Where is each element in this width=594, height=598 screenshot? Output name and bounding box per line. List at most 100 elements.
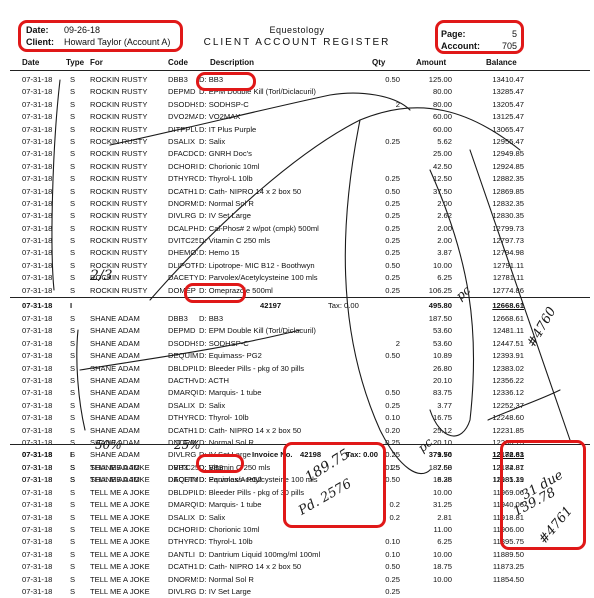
cell-for: TELL ME A JOKE xyxy=(90,463,150,472)
cell-amount: 42.50 xyxy=(432,161,452,171)
cell-amount: 10.00 xyxy=(432,260,452,270)
cell-balance: 12832.35 xyxy=(492,198,524,208)
cell-type: S xyxy=(70,475,76,485)
cell-date: 07-31-18 xyxy=(22,400,53,410)
cell-date: 07-31-18 xyxy=(22,463,53,472)
cell-for: SHANE ADAM xyxy=(90,462,140,472)
cell-balance: 12830.35 xyxy=(492,211,524,221)
cell-date: 07-31-18 xyxy=(22,574,53,584)
cell-desc: D: Hemo 15 xyxy=(199,248,240,258)
cell-amount: 106.25 xyxy=(428,285,452,295)
cell-type: S xyxy=(70,338,76,348)
cell-qty: 0.25 xyxy=(385,198,400,208)
cell-desc: D: Cath- NIPRO 14 x 2 box 50 xyxy=(199,425,302,435)
date-value: 09-26-18 xyxy=(64,25,101,35)
invoice-amount: 495.80 xyxy=(428,301,452,310)
cell-type: S xyxy=(70,500,76,510)
cell-desc: D: Normal Sol R xyxy=(199,437,254,447)
cell-code: DTHYROLD xyxy=(168,413,198,423)
cell-date: 07-31-18 xyxy=(22,388,53,398)
cell-qty: 0.50 xyxy=(385,186,400,196)
cell-desc: D: Equimass- PG2 xyxy=(199,475,262,485)
cell-date: 07-31-18 xyxy=(22,174,53,184)
date-row: Date: 09-26-18 xyxy=(26,25,100,36)
cell-balance: 12955.47 xyxy=(492,136,524,146)
cell-balance: 12774.86 xyxy=(492,285,524,295)
cell-date: 07-31-18 xyxy=(22,285,53,295)
cell-code: DIVLRG xyxy=(168,450,197,460)
cell-amount: 2.68 xyxy=(437,462,452,472)
cell-type: S xyxy=(70,285,76,295)
cell-qty: 2 xyxy=(395,338,400,348)
cell-code: DSALIX xyxy=(168,512,196,522)
cell-date: 07-31-18 xyxy=(22,338,53,348)
cell-amount: 5.62 xyxy=(437,136,452,146)
cell-for: TELL ME A JOKE xyxy=(90,574,150,584)
cell-type: S xyxy=(70,186,76,196)
col-amount: Amount xyxy=(416,58,447,67)
cell-code: DACETY1 xyxy=(168,273,198,283)
cell-type: S xyxy=(70,136,76,146)
col-qty: Qty xyxy=(372,58,386,67)
cell-desc: D: IV Set Large xyxy=(199,211,251,221)
cell-for: ROCKIN RUSTY xyxy=(90,99,148,109)
cell-date: 07-31-18 xyxy=(22,248,53,258)
cell-type: S xyxy=(70,174,76,184)
cell-balance: 12869.85 xyxy=(492,186,524,196)
cell-for: TELL ME A JOKE xyxy=(90,524,150,534)
cell-type: S xyxy=(70,161,76,171)
cell-type: S xyxy=(70,211,76,221)
cell-balance: 12799.73 xyxy=(492,223,524,233)
cell-amount: 83.75 xyxy=(432,388,452,398)
cell-qty: 0.20 xyxy=(385,425,400,435)
cell-for: ROCKIN RUSTY xyxy=(90,236,148,246)
cell-qty: 0.25 xyxy=(385,574,400,584)
cell-type: S xyxy=(70,388,76,398)
cell-type: S xyxy=(70,99,76,109)
cell-code: DBB3 xyxy=(168,75,188,84)
cell-balance: 12186.63 xyxy=(492,450,524,460)
cell-amount: 2.00 xyxy=(437,198,452,208)
cell-balance: 13410.47 xyxy=(492,75,524,84)
cell-code: DEPMD xyxy=(168,87,196,97)
cell-for: TELL ME A JOKE xyxy=(90,487,150,497)
account-row: Account: 705 xyxy=(441,41,517,52)
cell-type: S xyxy=(70,326,76,336)
cell-type: S xyxy=(70,223,76,233)
cell-balance: 12781.11 xyxy=(492,273,524,283)
col-type: Type xyxy=(66,58,85,67)
cell-amount: 2.81 xyxy=(437,512,452,522)
cell-desc: D: EPM Double Kill (Torl/Diclacuril) xyxy=(199,326,316,336)
cell-date: 07-31-18 xyxy=(22,425,53,435)
cell-desc: D: Normal Sol R xyxy=(199,198,254,208)
cell-for: ROCKIN RUSTY xyxy=(90,223,148,233)
invoice-type: I xyxy=(70,450,73,459)
client-row: Client: Howard Taylor (Account A) xyxy=(26,37,170,48)
cell-desc: D: BB3 xyxy=(199,75,224,84)
cell-date: 07-31-18 xyxy=(22,475,53,485)
cell-qty: 0.25 xyxy=(385,236,400,246)
invoice-type: I xyxy=(70,301,73,310)
cell-for: ROCKIN RUSTY xyxy=(90,198,148,208)
cell-desc: D: BB3 xyxy=(199,314,224,323)
cell-amount: 8.38 xyxy=(437,475,452,485)
cell-balance: 11854.50 xyxy=(492,574,524,584)
cell-desc: D: Chorionic 10ml xyxy=(199,524,260,534)
cell-type: S xyxy=(70,375,76,385)
invoice-date: 07-31-18 xyxy=(22,450,53,459)
cell-qty: 0.10 xyxy=(385,413,400,423)
cell-desc: D: Vitamin C 250 mls xyxy=(199,462,271,472)
cell-balance: 12181.19 xyxy=(492,475,524,485)
handwritten-fraction: 2/3 xyxy=(90,268,113,284)
cell-for: TELL ME A JOKE xyxy=(90,475,150,485)
